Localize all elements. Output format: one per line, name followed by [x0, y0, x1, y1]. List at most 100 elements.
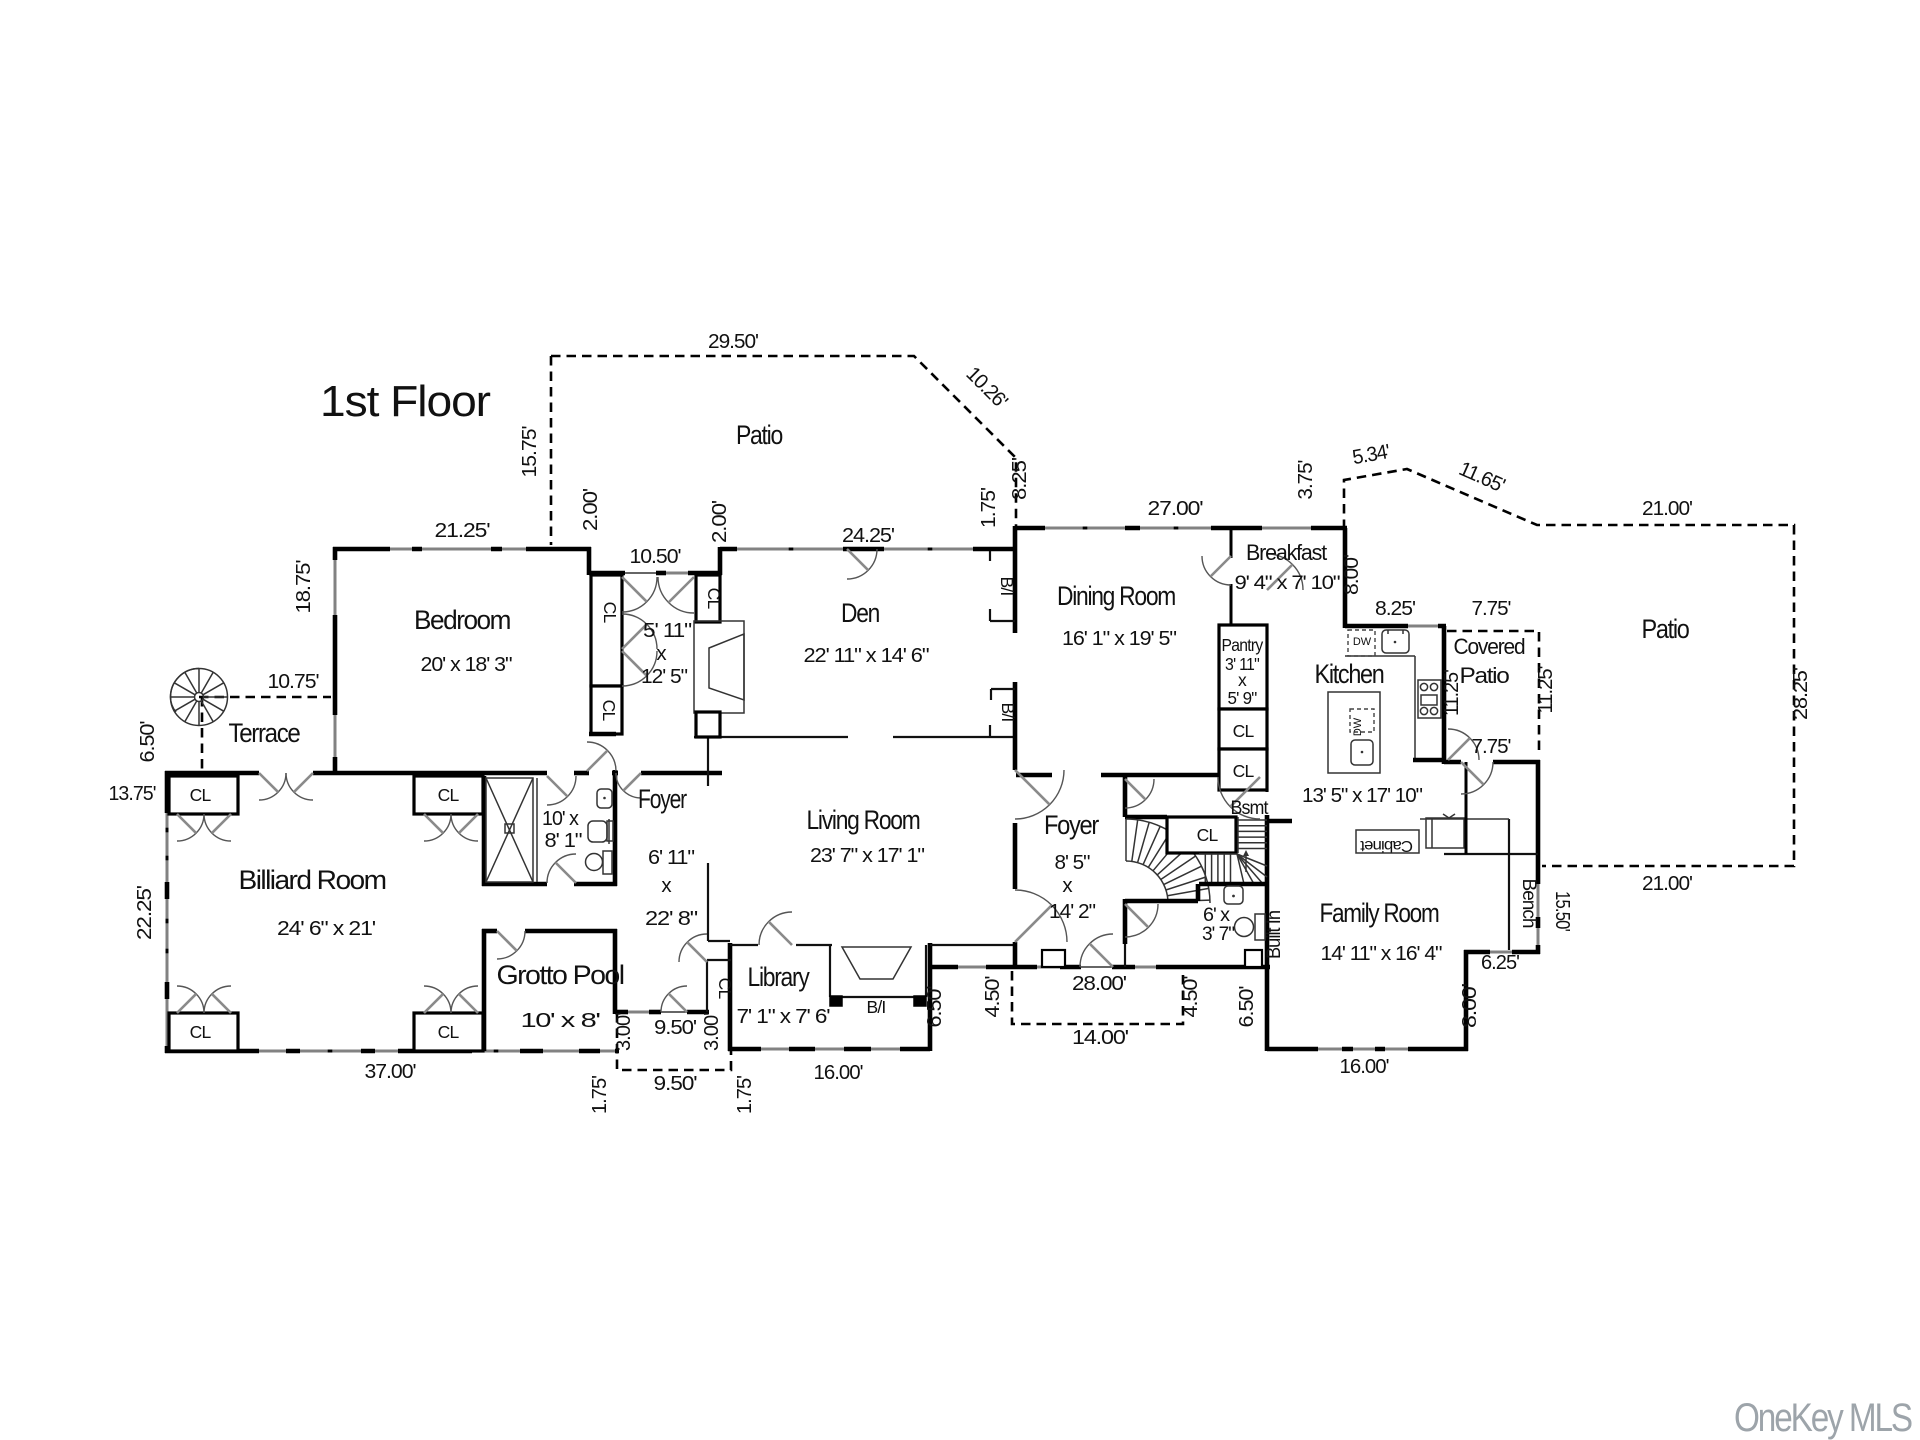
svg-text:14' 2": 14' 2"	[1049, 900, 1096, 923]
svg-text:22.25': 22.25'	[133, 886, 156, 940]
svg-text:3.75': 3.75'	[1294, 460, 1317, 499]
svg-text:CL: CL	[438, 785, 460, 805]
svg-text:Living Room: Living Room	[807, 805, 920, 835]
svg-text:9.50': 9.50'	[654, 1072, 697, 1095]
svg-text:14' 11" x 16' 4": 14' 11" x 16' 4"	[1321, 942, 1443, 965]
svg-text:Patio: Patio	[1642, 614, 1689, 644]
svg-text:CL: CL	[190, 785, 212, 805]
svg-text:Billiard Room: Billiard Room	[239, 865, 386, 895]
svg-text:CL: CL	[190, 1022, 212, 1042]
svg-text:11.65': 11.65'	[1455, 457, 1507, 497]
svg-text:OneKey MLS: OneKey MLS	[1734, 1396, 1912, 1440]
svg-text:Covered: Covered	[1454, 634, 1525, 659]
svg-text:Pantry: Pantry	[1222, 635, 1264, 655]
svg-text:28.00': 28.00'	[1072, 972, 1126, 995]
svg-text:9.50': 9.50'	[654, 1016, 696, 1039]
svg-text:Grotto Pool: Grotto Pool	[497, 960, 625, 990]
svg-text:24.25': 24.25'	[842, 524, 894, 547]
svg-text:29.50': 29.50'	[708, 330, 758, 353]
svg-text:21.25': 21.25'	[435, 519, 490, 542]
svg-text:1.75': 1.75'	[977, 488, 1000, 528]
svg-text:2.00': 2.00'	[579, 489, 602, 531]
svg-text:Terrace: Terrace	[229, 718, 300, 748]
svg-text:Den: Den	[841, 598, 879, 628]
svg-text:16.00': 16.00'	[1340, 1055, 1389, 1078]
svg-text:10' x 8': 10' x 8'	[521, 1009, 600, 1032]
svg-text:6' 11": 6' 11"	[648, 846, 695, 869]
svg-text:B/I: B/I	[997, 577, 1017, 596]
svg-text:DW: DW	[1353, 636, 1372, 648]
svg-text:8.25': 8.25'	[1375, 597, 1415, 620]
svg-text:3' 7": 3' 7"	[1202, 924, 1234, 945]
svg-text:5.34': 5.34'	[1351, 440, 1391, 469]
svg-text:22' 8": 22' 8"	[645, 907, 698, 930]
svg-text:x: x	[1238, 670, 1247, 690]
svg-text:CL: CL	[1197, 825, 1219, 845]
svg-text:8.00': 8.00'	[1340, 555, 1363, 595]
svg-text:CL: CL	[599, 700, 619, 722]
svg-text:Breakfast: Breakfast	[1246, 540, 1327, 565]
svg-text:6.25': 6.25'	[1481, 951, 1519, 974]
svg-text:4.50': 4.50'	[1179, 976, 1202, 1017]
svg-text:6' x: 6' x	[1203, 905, 1231, 926]
svg-text:10.26': 10.26'	[961, 362, 1011, 412]
svg-text:CL: CL	[1233, 761, 1255, 781]
svg-text:6.50': 6.50'	[136, 721, 159, 762]
svg-text:15.75': 15.75'	[518, 426, 541, 477]
svg-text:Built In: Built In	[1264, 911, 1285, 959]
svg-text:Library: Library	[748, 962, 811, 992]
svg-text:Cabinet: Cabinet	[1360, 837, 1413, 854]
svg-text:CL: CL	[438, 1022, 460, 1042]
svg-text:6.50': 6.50'	[1235, 986, 1258, 1027]
svg-text:16' 1" x 19' 5": 16' 1" x 19' 5"	[1062, 627, 1177, 650]
svg-text:37.00': 37.00'	[365, 1060, 416, 1083]
svg-text:Patio: Patio	[736, 420, 782, 450]
svg-text:3.00': 3.00'	[700, 1013, 723, 1051]
svg-text:x: x	[661, 874, 672, 897]
svg-text:Patio: Patio	[1460, 663, 1510, 688]
svg-text:8.00': 8.00'	[1458, 984, 1481, 1028]
svg-text:5' 11": 5' 11"	[643, 619, 692, 642]
svg-text:2.00': 2.00'	[708, 501, 731, 543]
svg-text:6.50': 6.50'	[923, 986, 946, 1027]
svg-text:7' 1" x 7' 6': 7' 1" x 7' 6'	[737, 1005, 830, 1028]
svg-text:27.00': 27.00'	[1148, 497, 1203, 520]
svg-text:18.75': 18.75'	[292, 560, 315, 613]
svg-text:14.00': 14.00'	[1072, 1026, 1128, 1049]
svg-text:B/I: B/I	[867, 997, 886, 1017]
svg-text:1.75': 1.75'	[588, 1076, 611, 1114]
svg-text:1.75': 1.75'	[733, 1076, 756, 1114]
svg-text:CL: CL	[1233, 721, 1255, 741]
svg-text:13' 5" x 17' 10": 13' 5" x 17' 10"	[1302, 784, 1423, 807]
svg-text:15.50': 15.50'	[1551, 891, 1574, 931]
svg-text:5' 9": 5' 9"	[1228, 688, 1258, 708]
svg-text:24' 6" x 21': 24' 6" x 21'	[277, 917, 375, 940]
svg-text:7.75': 7.75'	[1472, 735, 1511, 758]
svg-text:10' x: 10' x	[542, 807, 580, 830]
svg-text:x: x	[656, 642, 667, 665]
svg-text:10.50': 10.50'	[630, 545, 681, 568]
svg-text:Bench: Bench	[1518, 879, 1539, 928]
svg-text:CL: CL	[704, 588, 724, 610]
svg-text:Bedroom: Bedroom	[414, 605, 510, 635]
svg-text:Foyer: Foyer	[1044, 810, 1099, 840]
svg-text:1st Floor: 1st Floor	[320, 377, 490, 426]
svg-text:Foyer: Foyer	[638, 784, 687, 814]
svg-text:3.00': 3.00'	[612, 1013, 635, 1051]
svg-text:10.75': 10.75'	[268, 670, 319, 693]
svg-text:9' 4" x 7' 10": 9' 4" x 7' 10"	[1235, 573, 1340, 594]
svg-text:13.75': 13.75'	[109, 782, 156, 805]
svg-text:16.00': 16.00'	[814, 1061, 863, 1084]
svg-text:20' x 18' 3": 20' x 18' 3"	[421, 653, 513, 676]
svg-text:21.00': 21.00'	[1642, 497, 1692, 520]
svg-text:CL: CL	[715, 978, 735, 1000]
svg-text:Bsmt: Bsmt	[1231, 798, 1270, 819]
svg-text:8.25': 8.25'	[1008, 458, 1031, 500]
svg-text:21.00': 21.00'	[1642, 872, 1692, 895]
svg-text:Family Room: Family Room	[1320, 898, 1439, 928]
svg-text:B/I: B/I	[998, 703, 1018, 722]
svg-text:3' 11": 3' 11"	[1225, 654, 1260, 674]
svg-text:28.25': 28.25'	[1789, 668, 1812, 720]
svg-text:8' 5": 8' 5"	[1055, 851, 1091, 874]
svg-text:4.50': 4.50'	[981, 976, 1004, 1017]
